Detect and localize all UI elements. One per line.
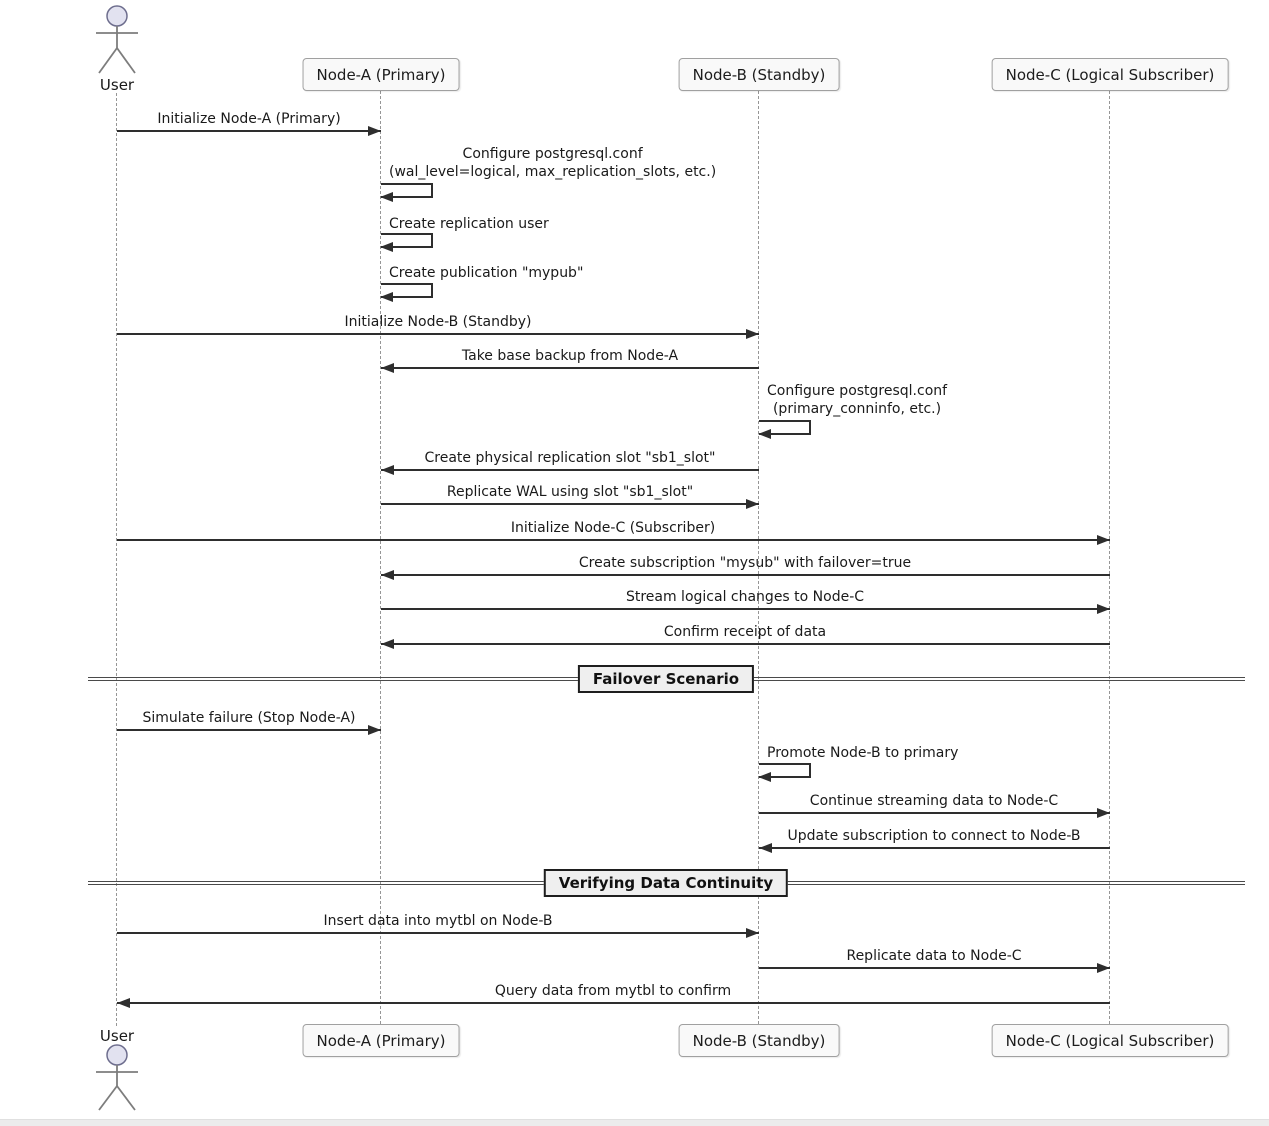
- arrowhead-left-icon: [381, 363, 394, 373]
- message-arrow: [117, 1002, 1110, 1004]
- message-arrow: [117, 333, 759, 335]
- user-actor-icon: [96, 1044, 138, 1111]
- arrowhead-right-icon: [746, 329, 759, 339]
- self-message-line1: Configure postgresql.conf: [462, 146, 643, 162]
- message-label: Initialize Node-C (Subscriber): [510, 520, 716, 536]
- window-bottom-edge: [0, 1119, 1269, 1126]
- self-message-line1: Configure postgresql.conf: [767, 383, 948, 399]
- message-arrow: [759, 812, 1110, 814]
- arrowhead-right-icon: [1097, 604, 1110, 614]
- arrowhead-right-icon: [1097, 808, 1110, 818]
- participant-node-c-bottom: Node-C (Logical Subscriber): [991, 1024, 1229, 1057]
- arrowhead-right-icon: [746, 499, 759, 509]
- self-message-loop: [381, 233, 433, 248]
- actor-label-user-bottom: User: [99, 1027, 135, 1045]
- self-message-loop: [759, 420, 811, 435]
- participant-node-a-top: Node-A (Primary): [302, 58, 460, 91]
- lifeline-node-c: [1109, 91, 1110, 1024]
- lifeline-node-b: [758, 91, 759, 1024]
- message-arrow: [117, 130, 381, 132]
- participant-node-c-top: Node-C (Logical Subscriber): [991, 58, 1229, 91]
- message-label: Take base backup from Node-A: [461, 348, 679, 364]
- arrowhead-left-icon: [380, 292, 393, 302]
- arrowhead-left-icon: [380, 192, 393, 202]
- arrowhead-left-icon: [380, 242, 393, 252]
- participant-node-a-bottom: Node-A (Primary): [302, 1024, 460, 1057]
- message-label: Initialize Node-A (Primary): [157, 111, 341, 127]
- message-arrow: [759, 847, 1110, 849]
- message-arrow: [381, 574, 1110, 576]
- self-message-loop: [381, 183, 433, 198]
- arrowhead-left-icon: [117, 998, 130, 1008]
- user-actor-icon: [96, 5, 138, 74]
- message-label: Simulate failure (Stop Node-A): [142, 710, 356, 726]
- message-arrow: [117, 539, 1110, 541]
- self-message-line2: (primary_conninfo, etc.): [772, 401, 942, 417]
- message-label: Stream logical changes to Node-C: [625, 589, 865, 605]
- message-label: Initialize Node-B (Standby): [344, 314, 532, 330]
- self-message-label: Configure postgresql.conf (wal_level=log…: [389, 145, 716, 181]
- participant-node-b-bottom: Node-B (Standby): [678, 1024, 840, 1057]
- message-label: Continue streaming data to Node-C: [809, 793, 1059, 809]
- arrowhead-left-icon: [759, 843, 772, 853]
- divider-failover-scenario: Failover Scenario: [577, 665, 755, 693]
- message-label: Create subscription "mysub" with failove…: [578, 555, 912, 571]
- arrowhead-right-icon: [368, 126, 381, 136]
- message-label: Query data from mytbl to confirm: [494, 983, 732, 999]
- self-message-loop: [759, 763, 811, 778]
- arrowhead-right-icon: [746, 928, 759, 938]
- message-arrow: [759, 967, 1110, 969]
- lifeline-user: [116, 93, 117, 1026]
- message-label: Replicate data to Node-C: [846, 948, 1022, 964]
- message-label: Confirm receipt of data: [663, 624, 827, 640]
- message-arrow: [381, 503, 759, 505]
- self-message-label: Create replication user: [389, 216, 549, 232]
- participant-node-b-top: Node-B (Standby): [678, 58, 840, 91]
- self-message-loop: [381, 283, 433, 298]
- message-arrow: [381, 643, 1110, 645]
- message-arrow: [381, 608, 1110, 610]
- message-arrow: [381, 367, 759, 369]
- self-message-label: Promote Node-B to primary: [767, 745, 959, 761]
- message-label: Create physical replication slot "sb1_sl…: [424, 450, 716, 466]
- arrowhead-left-icon: [381, 465, 394, 475]
- self-message-label: Create publication "mypub": [389, 265, 584, 281]
- message-arrow: [117, 729, 381, 731]
- message-label: Insert data into mytbl on Node-B: [323, 913, 553, 929]
- divider-verifying-data-continuity: Verifying Data Continuity: [543, 869, 789, 897]
- message-arrow: [381, 469, 759, 471]
- arrowhead-right-icon: [1097, 535, 1110, 545]
- actor-label-user-top: User: [99, 76, 135, 94]
- arrowhead-left-icon: [758, 772, 771, 782]
- arrowhead-left-icon: [381, 639, 394, 649]
- self-message-label: Configure postgresql.conf (primary_conni…: [767, 382, 947, 418]
- self-message-line2: (wal_level=logical, max_replication_slot…: [389, 164, 717, 180]
- arrowhead-left-icon: [758, 429, 771, 439]
- message-label: Update subscription to connect to Node-B: [787, 828, 1081, 844]
- message-label: Replicate WAL using slot "sb1_slot": [446, 484, 694, 500]
- arrowhead-left-icon: [381, 570, 394, 580]
- arrowhead-right-icon: [368, 725, 381, 735]
- message-arrow: [117, 932, 759, 934]
- lifeline-node-a: [380, 91, 381, 1024]
- arrowhead-right-icon: [1097, 963, 1110, 973]
